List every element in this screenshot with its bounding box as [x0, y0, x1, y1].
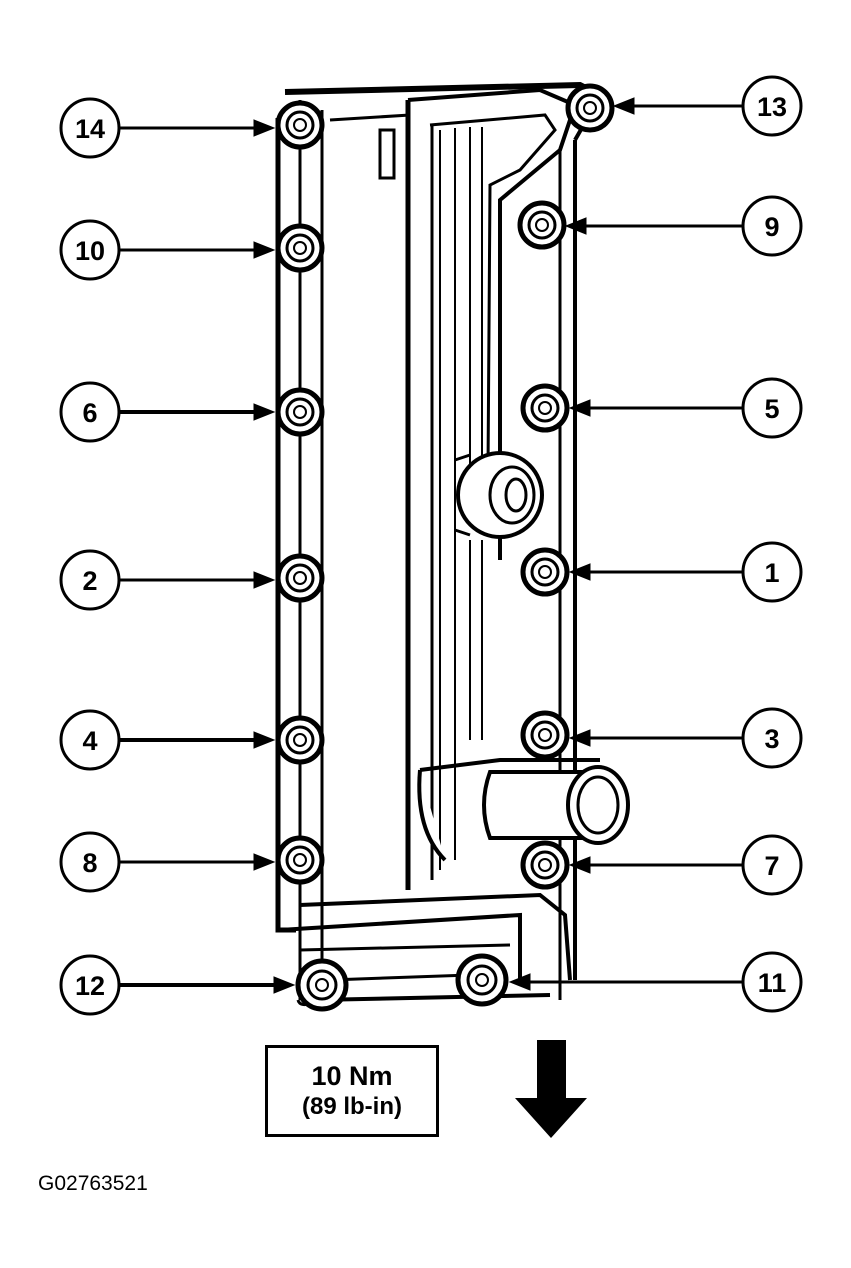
- bolt-12: [295, 958, 349, 1012]
- callout-label: 12: [75, 971, 105, 1001]
- callout-13: 13: [741, 75, 803, 137]
- callout-9: 9: [741, 195, 803, 257]
- callout-label: 6: [82, 398, 97, 428]
- valve-cover: [275, 81, 630, 1007]
- bolt-5: [520, 383, 570, 433]
- callout-circles: 14 10 6 2 4 8 12 13 9 5 1 3 7 11: [59, 75, 803, 1016]
- bolt-11: [455, 953, 509, 1007]
- bolt-13: [565, 83, 615, 133]
- callout-6: 6: [59, 381, 121, 443]
- bolt-7: [520, 840, 570, 890]
- torque-value: 10 Nm: [311, 1061, 393, 1091]
- bolt-8: [275, 835, 325, 885]
- callout-label: 10: [75, 236, 105, 266]
- down-arrow-icon: [515, 1040, 587, 1138]
- callout-3: 3: [741, 707, 803, 769]
- bolt-2: [275, 553, 325, 603]
- bolt-6: [275, 387, 325, 437]
- callout-10: 10: [59, 219, 121, 281]
- callout-2: 2: [59, 549, 121, 611]
- callout-label: 5: [764, 394, 779, 424]
- callout-8: 8: [59, 831, 121, 893]
- callout-5: 5: [741, 377, 803, 439]
- callout-4: 4: [59, 709, 121, 771]
- leader-lines: [120, 97, 742, 994]
- torque-value-imperial: (89 lb-in): [302, 1093, 402, 1120]
- bolt-10: [275, 223, 325, 273]
- callout-label: 9: [764, 212, 779, 242]
- callout-label: 11: [758, 968, 787, 998]
- callout-label: 4: [82, 726, 97, 756]
- callout-label: 3: [764, 724, 779, 754]
- torque-spec-box: 10 Nm (89 lb-in): [265, 1045, 439, 1137]
- callout-1: 1: [741, 541, 803, 603]
- callout-label: 1: [764, 558, 779, 588]
- bolt-1: [520, 547, 570, 597]
- callout-label: 13: [757, 92, 787, 122]
- bolt-9: [517, 200, 567, 250]
- bolt-14: [275, 100, 325, 150]
- bolt-bosses: [275, 83, 615, 1012]
- callout-14: 14: [59, 97, 121, 159]
- callout-12: 12: [59, 954, 121, 1016]
- callout-7: 7: [741, 834, 803, 896]
- callout-11: 11: [741, 951, 803, 1013]
- callout-label: 14: [75, 114, 105, 144]
- callout-label: 8: [82, 848, 97, 878]
- figure-code: G02763521: [38, 1172, 148, 1195]
- callout-label: 2: [82, 566, 97, 596]
- bolt-3: [520, 710, 570, 760]
- bolt-4: [275, 715, 325, 765]
- callout-label: 7: [764, 851, 779, 881]
